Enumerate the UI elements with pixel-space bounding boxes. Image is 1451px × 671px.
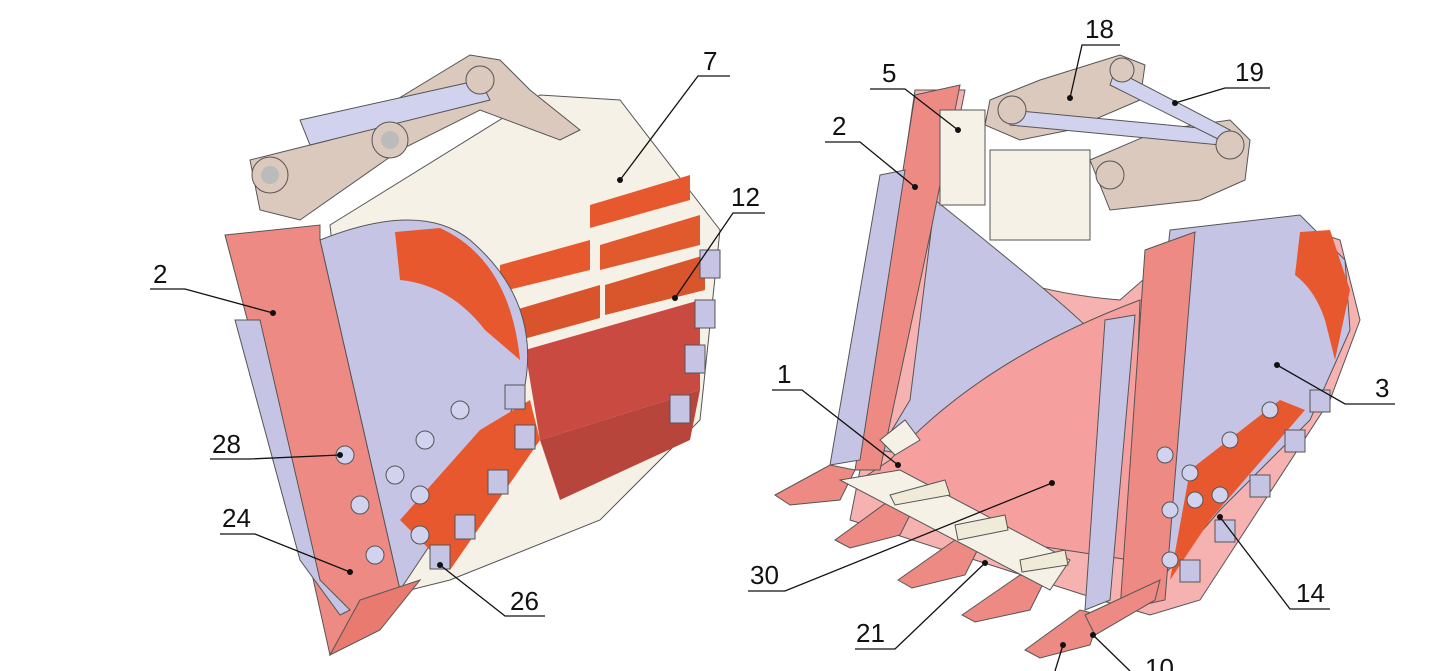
callout-30: 30 [748, 480, 1055, 592]
svg-text:2: 2 [832, 111, 846, 141]
svg-text:2: 2 [153, 259, 167, 289]
bolt-heads-right [1156, 401, 1279, 569]
mounting-bracket [249, 54, 581, 221]
svg-text:24: 24 [222, 503, 251, 533]
callout-7: 7 [617, 46, 730, 183]
callout-12: 12 [672, 182, 765, 301]
callout-1: 1 [772, 359, 901, 468]
callout-21: 21 [855, 560, 988, 650]
svg-text:26: 26 [510, 586, 539, 616]
side-cutters [429, 249, 721, 570]
svg-text:1: 1 [777, 359, 791, 389]
callout-cut-off [1054, 642, 1066, 671]
svg-text:30: 30 [750, 560, 779, 590]
callout-10: 10 [1090, 632, 1174, 671]
svg-text:19: 19 [1235, 57, 1264, 87]
callout-2-right: 2 [825, 111, 918, 190]
mounting-bracket-right [939, 54, 1251, 241]
callout-24: 24 [220, 503, 353, 575]
svg-text:18: 18 [1085, 14, 1114, 44]
side-cutters-right [1179, 389, 1331, 583]
svg-text:7: 7 [703, 46, 717, 76]
svg-text:3: 3 [1375, 373, 1389, 403]
callout-5: 5 [870, 58, 961, 133]
wear-strips [500, 175, 705, 500]
callout-19: 19 [1172, 57, 1270, 106]
svg-text:10: 10 [1145, 653, 1174, 671]
callout-2-left: 2 [150, 259, 276, 316]
right-bucket [774, 54, 1361, 659]
svg-text:12: 12 [731, 182, 760, 212]
svg-text:21: 21 [856, 618, 885, 648]
callout-28: 28 [210, 429, 343, 460]
callout-14: 14 [1217, 514, 1330, 610]
svg-text:28: 28 [212, 429, 241, 459]
bucket-teeth [774, 419, 1161, 659]
svg-text:5: 5 [882, 58, 896, 88]
bolt-heads [335, 400, 470, 565]
callout-26: 26 [437, 562, 545, 617]
left-bucket [224, 54, 721, 657]
callout-18: 18 [1067, 14, 1120, 101]
callout-3: 3 [1274, 362, 1395, 405]
svg-text:14: 14 [1296, 578, 1325, 608]
